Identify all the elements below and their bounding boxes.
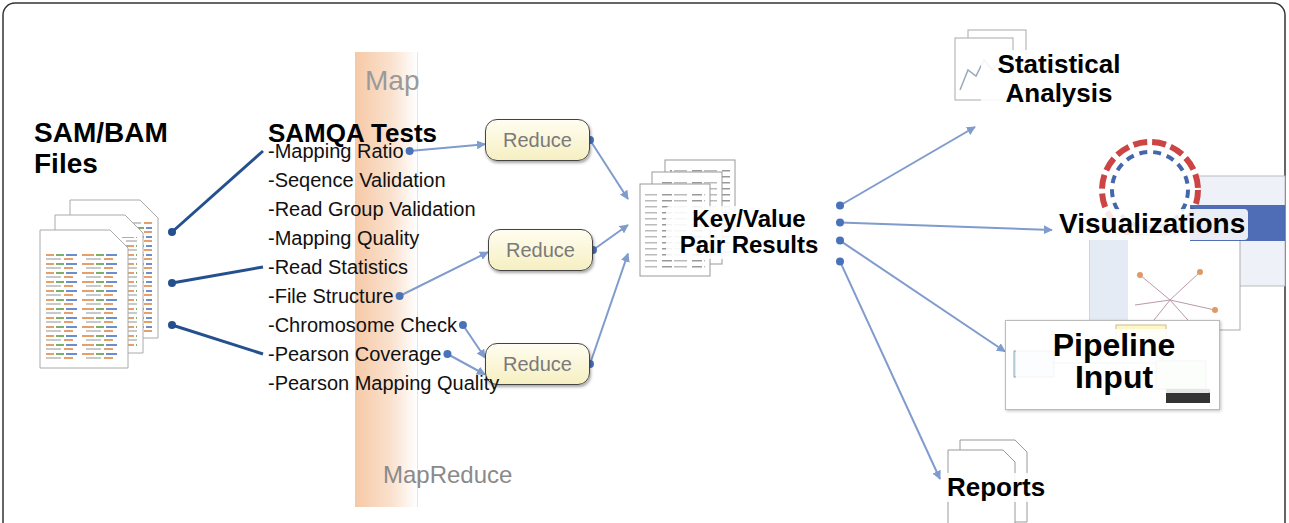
node-label: Pipeline Input xyxy=(1016,329,1212,393)
connector-dot xyxy=(396,292,404,300)
output-pipeline: Pipeline Input xyxy=(1005,320,1220,410)
test-item: -Mapping Ratio xyxy=(268,138,404,164)
test-item: -Chromosome Check xyxy=(268,312,457,338)
node-label: Visualizations xyxy=(1056,209,1248,240)
output-reports: Reports xyxy=(940,455,1056,515)
stage-label: MapReduce xyxy=(383,462,512,488)
connector-dot xyxy=(406,147,414,155)
reduce-box: Reduce xyxy=(488,229,593,271)
connector-dot xyxy=(459,321,467,329)
connector-dot xyxy=(836,257,844,265)
output-visualizations: Visualizations xyxy=(1052,195,1287,265)
results-store: Key/Value Pair Results xyxy=(628,160,840,290)
connector-dot xyxy=(168,321,176,329)
flow-arrow xyxy=(840,261,940,479)
flow-arrow xyxy=(840,222,1052,230)
test-item: -Read Group Validation xyxy=(268,196,476,222)
test-item: -Seqence Validation xyxy=(268,167,446,193)
figure-frame xyxy=(3,3,1285,523)
flow-arrow xyxy=(172,325,263,354)
test-item: -Pearson Mapping Quality xyxy=(268,370,499,396)
step-label: Reduce xyxy=(506,239,575,261)
flow-arrow xyxy=(172,267,263,283)
connector-dot xyxy=(443,350,451,358)
reduce-box: Reduce xyxy=(485,343,590,385)
node-label: SAM/BAM Files xyxy=(34,118,164,180)
flow-arrow xyxy=(590,140,628,199)
reduce-box: Reduce xyxy=(485,119,590,161)
test-item: -Read Statistics xyxy=(268,254,408,280)
test-item: -Mapping Quality xyxy=(268,225,419,251)
flow-arrow xyxy=(840,241,1005,352)
node-label: Statistical Analysis xyxy=(981,50,1137,107)
document-stack xyxy=(40,200,158,368)
node-label: Key/Value Pair Results xyxy=(666,206,832,259)
flow-arrow xyxy=(593,225,628,250)
connector-dot xyxy=(836,218,844,226)
flow-arrow xyxy=(172,151,263,232)
flow-arrow xyxy=(840,127,975,206)
output-statistics: Statistical Analysis xyxy=(975,46,1145,136)
connector-dot xyxy=(836,202,844,210)
flow-arrow xyxy=(447,354,485,375)
flow-arrow xyxy=(590,254,628,364)
stage-label: Map xyxy=(365,66,419,97)
step-label: Reduce xyxy=(503,353,572,375)
test-item: -Pearson Coverage xyxy=(268,341,441,367)
test-item: -File Structure xyxy=(268,283,394,309)
connector-dot xyxy=(836,237,844,245)
step-label: Reduce xyxy=(503,129,572,151)
node-label: Reports xyxy=(944,473,1048,502)
input-files: SAM/BAM Files xyxy=(30,118,172,418)
connector-dot xyxy=(168,228,176,236)
flow-arrow xyxy=(463,325,485,358)
connector-dot xyxy=(168,279,176,287)
